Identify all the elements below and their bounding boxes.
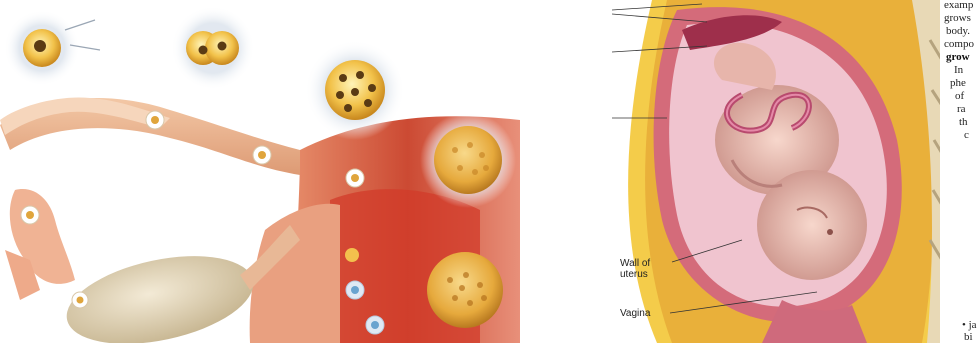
side-line-4: compo [944,38,974,50]
wall-of-uterus-label-line2: uterus [620,269,648,280]
side-line-6: In [954,64,964,76]
side-line-5: grow [946,51,970,63]
side-line-2: grows [944,12,971,24]
side-line-3: body. [946,25,970,37]
wall-of-uterus-label-line1: Wall of [620,258,650,269]
side-bottom-2: bi [964,331,973,343]
zygote [4,10,100,86]
side-line-10: th [959,116,968,128]
pregnancy-svg: Wall of uterus Vagina examp grows body. … [612,0,978,343]
side-line-9: ra [957,103,966,115]
side-line-11: c [964,129,969,141]
fertilization-illustration [0,0,520,343]
two-cell-stage [171,6,255,90]
blastocyst-upper [420,112,516,208]
side-bottom-1: • ja [962,319,977,331]
side-line-8: of [955,90,965,102]
pregnancy-illustration: Wall of uterus Vagina examp grows body. … [612,0,978,343]
morula [305,40,405,140]
ovary [59,241,261,343]
vagina-label: Vagina [620,308,651,319]
blastocyst-lower [427,252,503,328]
fertilization-svg [0,0,520,343]
side-line-7: phe [950,77,966,89]
side-line-1: examp [944,0,974,11]
